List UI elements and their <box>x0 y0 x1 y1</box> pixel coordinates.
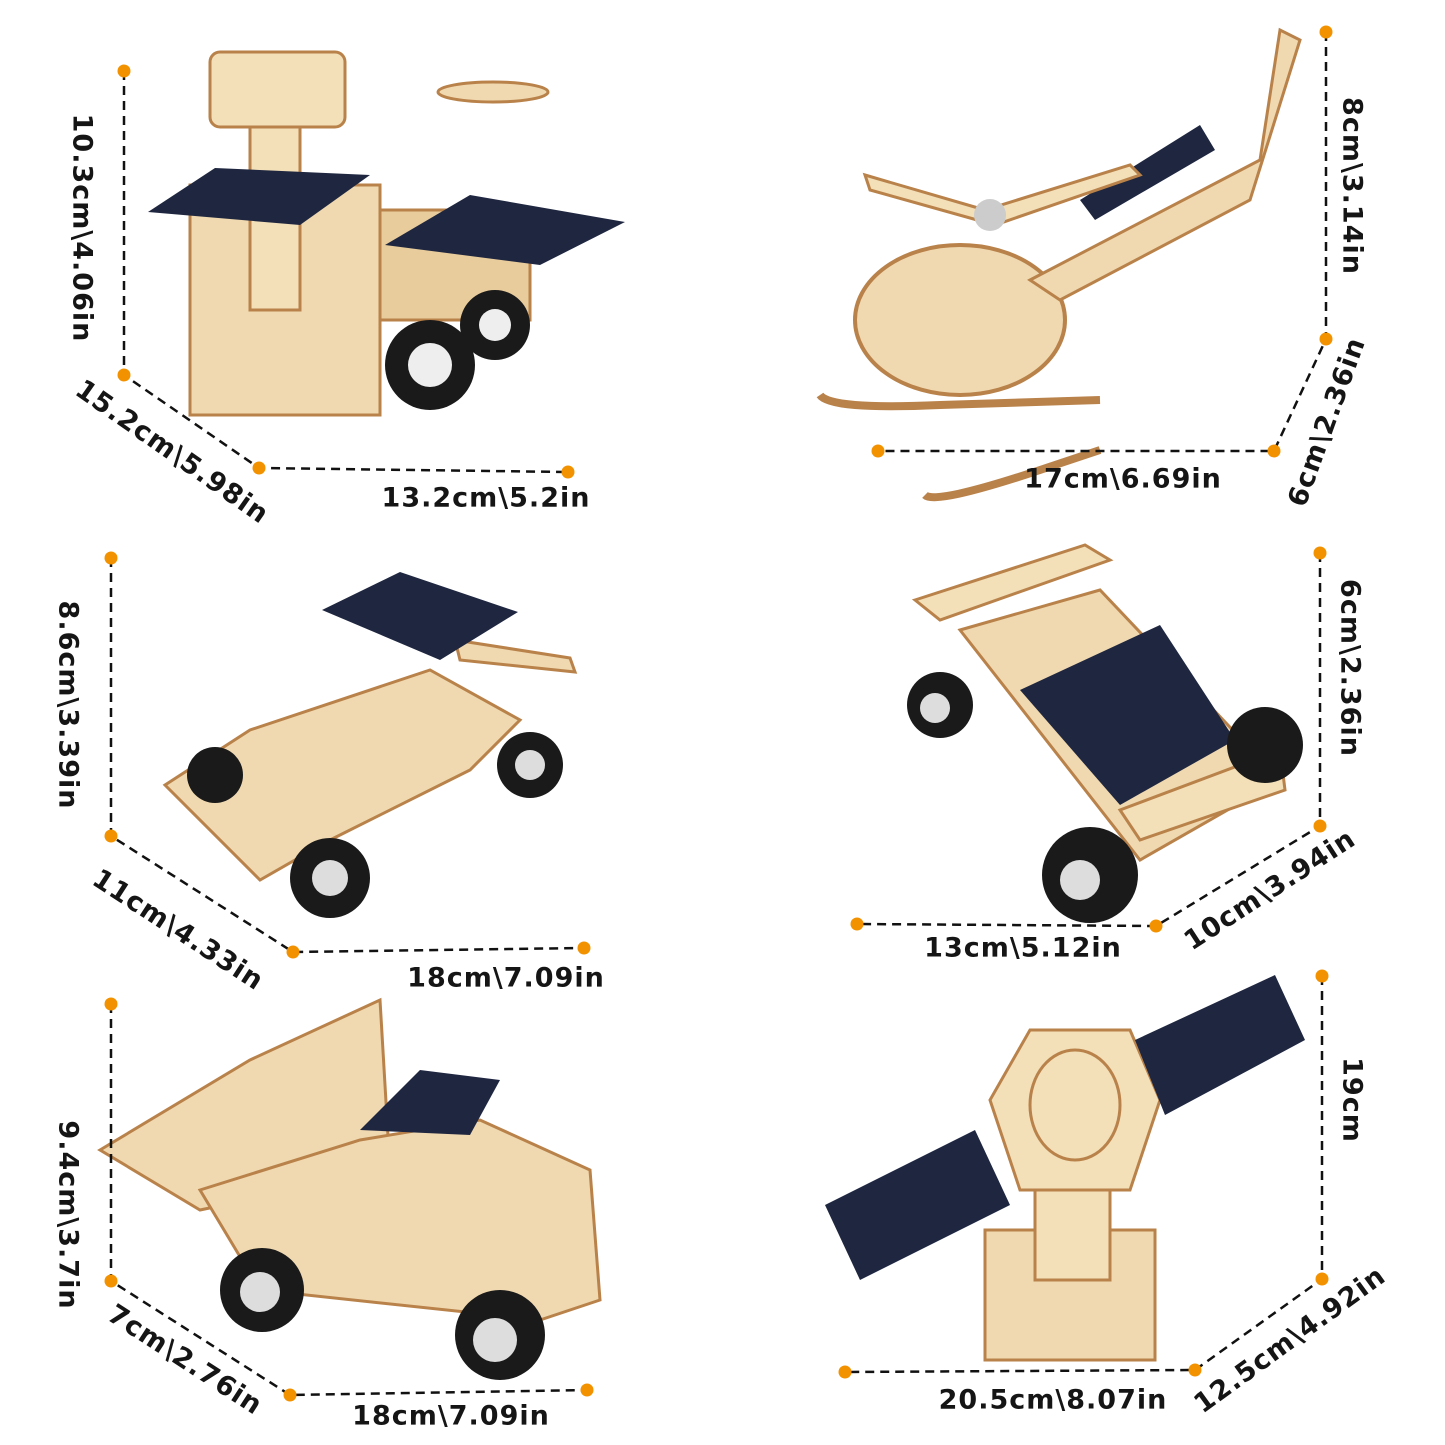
race-car-model-image <box>162 572 578 918</box>
dimension-dot <box>104 551 118 565</box>
dimension-dot <box>117 64 131 78</box>
dimension-dot <box>1315 1272 1329 1286</box>
rover-width-label: 13.2cm\5.2in <box>381 482 591 514</box>
dump-truck-width-label: 18cm\7.09in <box>352 1400 550 1432</box>
race-car-width-label: 18cm\7.09in <box>407 962 605 994</box>
dimension-dot <box>1319 332 1333 346</box>
dimension-lines <box>109 32 1328 1397</box>
dump-truck-height-label: 9.4cm\3.7in <box>52 1120 84 1310</box>
dump-truck-model-image <box>97 997 602 1380</box>
dimension-dot <box>104 997 118 1011</box>
solar-car-model-image <box>907 543 1303 923</box>
dimension-dot <box>871 444 885 458</box>
dimension-dot <box>104 829 118 843</box>
dimension-dot <box>1313 546 1327 560</box>
helicopter-width-label: 17cm\6.69in <box>1024 463 1222 495</box>
helicopter-model-image <box>816 27 1302 502</box>
dimension-dot <box>561 465 575 479</box>
dimension-dot <box>1267 444 1281 458</box>
dimension-dot <box>117 368 131 382</box>
satellite-width-label: 20.5cm\8.07in <box>938 1384 1168 1416</box>
dimension-dot <box>850 917 864 931</box>
satellite-model-image <box>825 975 1305 1362</box>
rover-model-image <box>148 50 625 417</box>
dimension-dot <box>1313 819 1327 833</box>
dimension-dot <box>104 1274 118 1288</box>
dimension-dot <box>1188 1363 1202 1377</box>
dimension-dot <box>252 461 266 475</box>
dimension-end-dots <box>104 25 1333 1402</box>
dimension-dot <box>1315 969 1329 983</box>
helicopter-height-label: 8cm\3.14in <box>1336 97 1368 275</box>
dimension-dot <box>283 1388 297 1402</box>
race-car-height-label: 8.6cm\3.39in <box>52 600 84 810</box>
dimension-dot <box>838 1365 852 1379</box>
dimension-dot <box>1319 25 1333 39</box>
dimension-dot <box>577 941 591 955</box>
rover-height-label: 10.3cm\4.06in <box>66 113 98 343</box>
dimension-dot <box>1149 919 1163 933</box>
dimension-dot <box>580 1383 594 1397</box>
solar-car-height-label: 6cm\2.36in <box>1334 579 1366 757</box>
dimension-dot <box>286 945 300 959</box>
satellite-height-label: 19cm <box>1336 1057 1368 1143</box>
solar-car-width-label: 13cm\5.12in <box>924 932 1122 964</box>
